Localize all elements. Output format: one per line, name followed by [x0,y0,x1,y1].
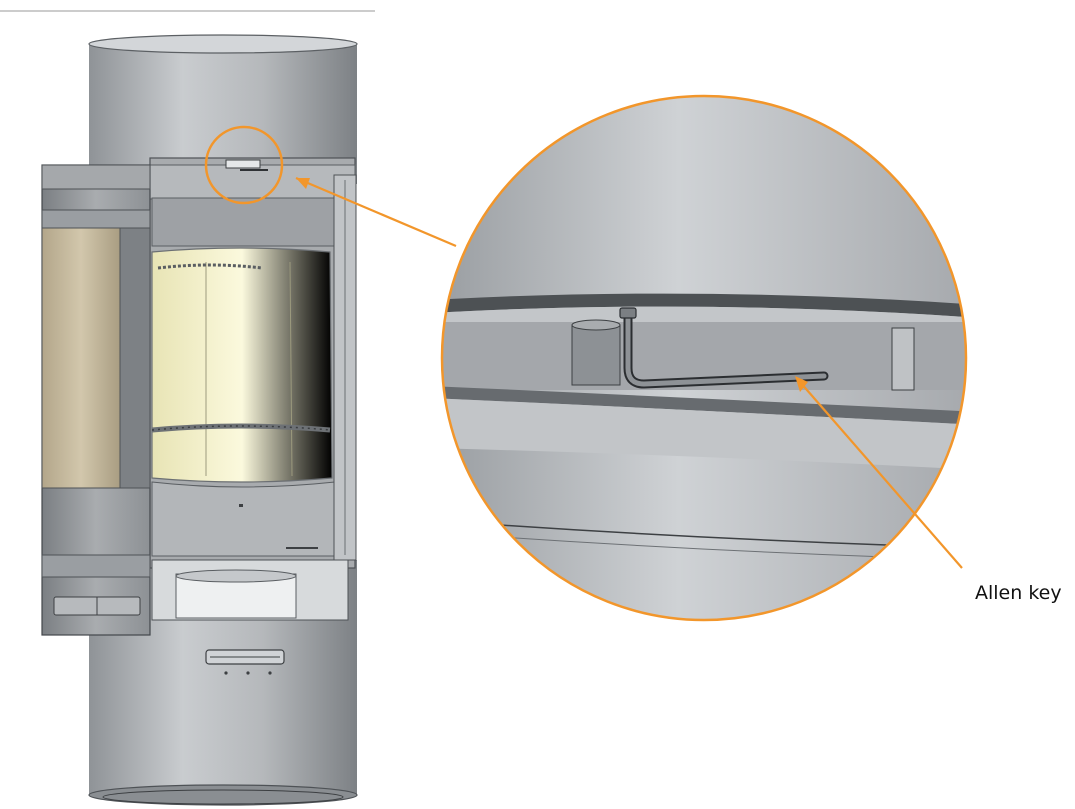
zoom-circle-border [440,94,968,622]
allen-key-label: Allen key [975,582,1062,604]
zoom-connector-line [295,176,457,248]
allen-key-pointer-arrowhead [795,376,808,392]
stove [41,34,358,806]
connector-arrowhead [296,178,310,189]
zoom-detail [440,94,968,622]
detail-marker-circle [204,125,284,205]
allen-key-pointer-line [799,381,963,569]
